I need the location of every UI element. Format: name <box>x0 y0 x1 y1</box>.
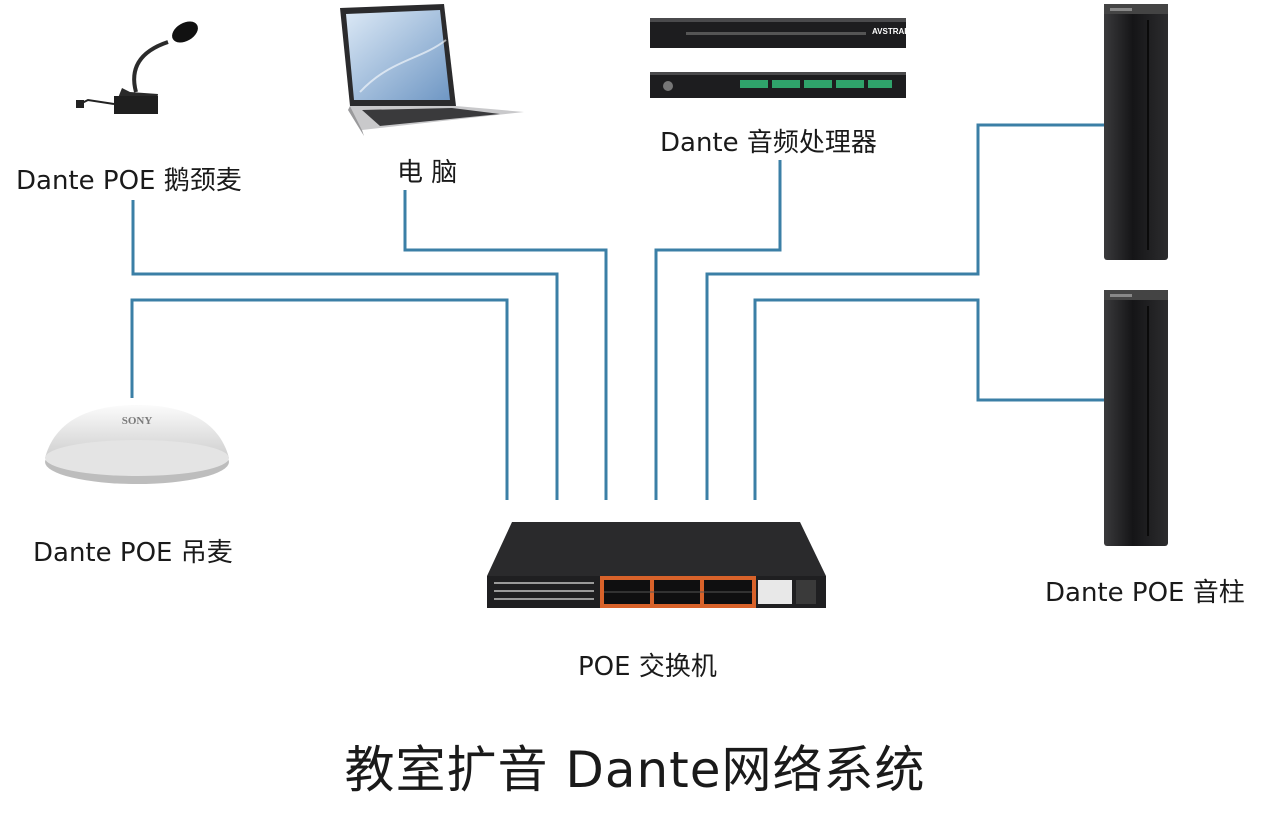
cable-speaker-bottom <box>753 298 1110 500</box>
label-audio-processor: Dante 音频处理器 <box>660 128 877 158</box>
ceiling-mic-logo: SONY <box>122 415 153 427</box>
column-speaker-top-icon <box>1104 4 1168 260</box>
cable-computer <box>403 190 608 500</box>
column-speaker-bottom-icon <box>1104 290 1168 546</box>
cable-speaker-top <box>705 123 1110 500</box>
label-computer: 电 脑 <box>397 158 458 188</box>
processor-logo: AVSTRAIN <box>872 27 913 36</box>
label-gooseneck-mic: Dante POE 鹅颈麦 <box>16 166 242 196</box>
cables <box>130 123 1110 500</box>
laptop-icon <box>340 4 524 136</box>
poe-switch-icon <box>487 522 826 608</box>
label-ceiling-mic: Dante POE 吊麦 <box>33 538 233 568</box>
cable-ceiling-mic <box>130 298 509 500</box>
cable-audio-processor <box>654 160 782 500</box>
label-column-speaker: Dante POE 音柱 <box>1045 578 1245 608</box>
audio-processor-icon: AVSTRAIN <box>650 18 913 98</box>
diagram-title: 教室扩音 Dante网络系统 <box>344 741 926 799</box>
cable-gooseneck-mic <box>131 200 559 500</box>
ceiling-mic-icon: SONY <box>45 405 229 484</box>
label-switch: POE 交换机 <box>578 652 717 682</box>
gooseneck-mic-icon <box>76 21 198 114</box>
